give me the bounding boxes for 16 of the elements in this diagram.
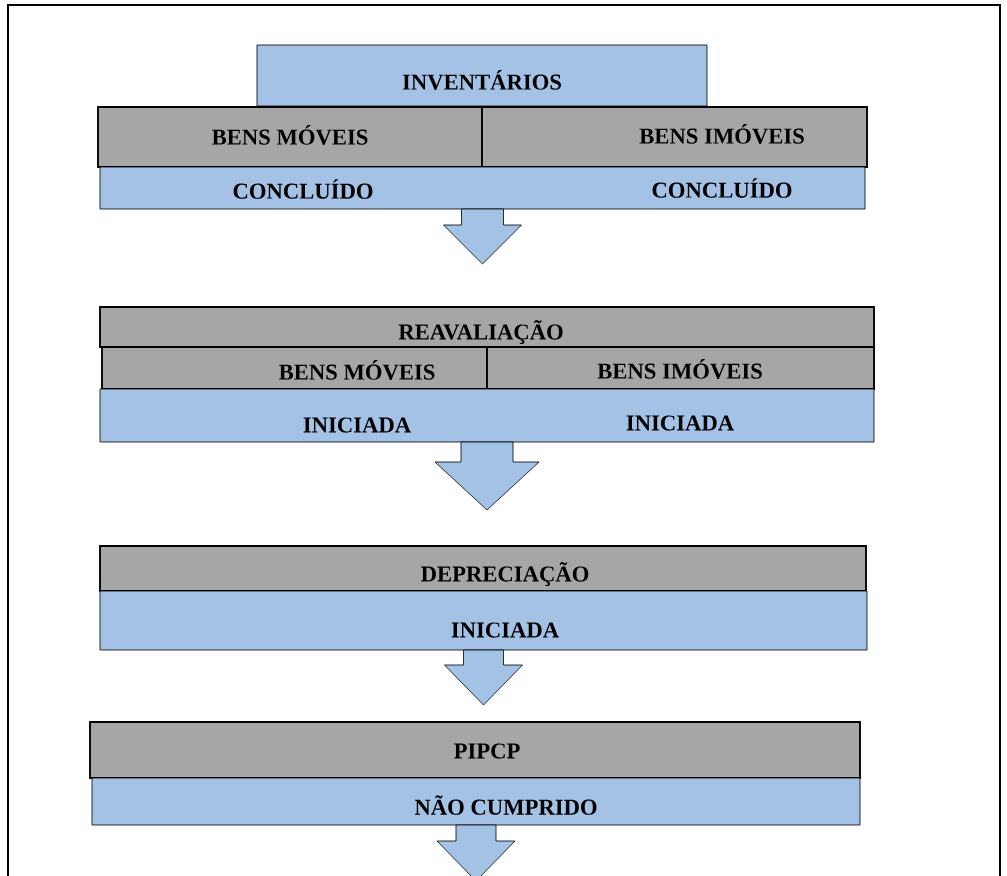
header-band: PIPCP (89, 721, 861, 779)
title-tab: INVENTÁRIOS (256, 44, 708, 107)
status-band: INICIADA (99, 590, 868, 651)
block-arrow (434, 441, 540, 511)
status-band: CONCLUÍDO CONCLUÍDO (99, 166, 866, 210)
header-band: BENS MÓVEIS (97, 106, 483, 168)
header-band: BENS IMÓVEIS (481, 106, 868, 168)
header-band: BENS MÓVEIS (101, 346, 488, 390)
block-arrow (444, 649, 523, 706)
block-arrow (443, 208, 522, 265)
header-band: BENS IMÓVEIS (486, 346, 875, 390)
header-band: REAVALIAÇÃO (99, 306, 875, 348)
status-band: INICIADA INICIADA (99, 388, 875, 443)
status-band: NÃO CUMPRIDO (91, 777, 861, 826)
header-band: DEPRECIAÇÃO (99, 545, 867, 592)
block-arrow (436, 824, 516, 876)
